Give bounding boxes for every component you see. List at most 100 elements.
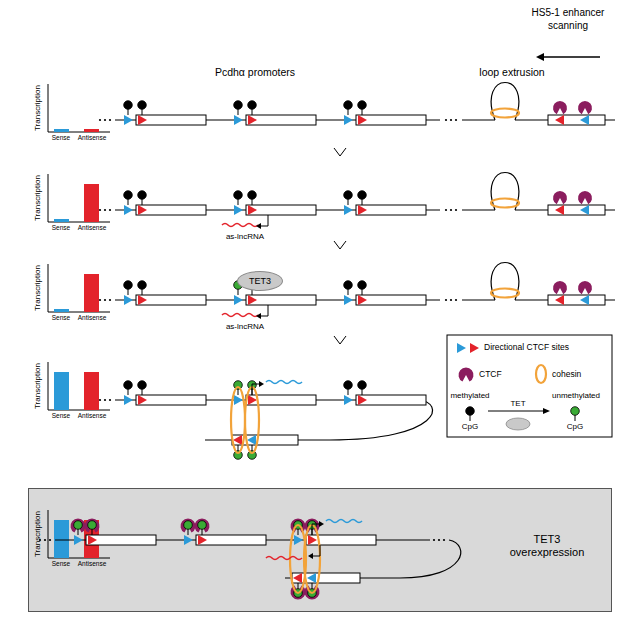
antisense-bar	[84, 372, 99, 410]
axis-category: Sense	[46, 412, 76, 419]
lollipop-stick	[252, 199, 253, 205]
ctcf-site-triangle	[124, 205, 133, 215]
ctcf-protein	[578, 281, 592, 294]
sense-bar	[54, 372, 69, 410]
ctcf-site-triangle	[308, 535, 317, 545]
cpg-lollipop	[124, 101, 133, 110]
lollipop-stick	[128, 199, 129, 205]
ctcf-protein	[578, 191, 592, 204]
cpg-lollipop	[358, 191, 367, 200]
lollipop-stick	[238, 445, 239, 451]
lollipop-stick	[238, 199, 239, 205]
ctcf-protein	[553, 281, 567, 294]
lollipop-stick	[312, 583, 313, 589]
legend-note: CpG	[560, 422, 590, 431]
ctcf-site-triangle	[234, 115, 243, 125]
cpg-lollipop	[358, 101, 367, 110]
dotted-continuation	[450, 209, 452, 211]
lollipop-stick	[348, 389, 349, 395]
exon-box	[136, 295, 206, 305]
dotted-continuation	[109, 209, 111, 211]
lollipop-stick	[362, 389, 363, 395]
dotted-continuation	[455, 299, 457, 301]
cohesin-ring	[491, 289, 519, 298]
lollipop-stick	[298, 529, 299, 535]
dotted-continuation	[99, 119, 101, 121]
exon-box	[86, 535, 156, 545]
lollipop-stick	[362, 199, 363, 205]
sense-bar	[54, 520, 69, 558]
axis-category: Antisense	[72, 560, 112, 567]
ctcf-site-triangle	[124, 295, 133, 305]
lollipop-stick	[348, 289, 349, 295]
lollipop-stick	[238, 389, 239, 395]
cohesin-ring	[491, 199, 519, 208]
ctcf-site-triangle	[124, 115, 133, 125]
lollipop-stick	[362, 289, 363, 295]
ctcf-site-triangle	[555, 115, 564, 125]
legend-swatch	[571, 407, 580, 416]
ctcf-site-triangle	[555, 295, 564, 305]
ctcf-site-triangle	[344, 295, 353, 305]
cpg-lollipop	[344, 101, 353, 110]
ctcf-protein	[459, 368, 474, 382]
exon-box	[246, 205, 316, 215]
tss-arrowhead	[256, 223, 261, 229]
axis-title: Transcription	[33, 356, 43, 416]
lollipop-stick	[78, 529, 79, 535]
cpg-lollipop	[138, 191, 147, 200]
legend-text: cohesin	[552, 369, 581, 379]
axis-category: Antisense	[72, 224, 112, 231]
panel-title: TET3 overexpression	[495, 533, 599, 559]
ctcf-site-triangle	[344, 115, 353, 125]
dotted-continuation	[438, 539, 440, 541]
axis-category: Sense	[46, 224, 76, 231]
cpg-lollipop	[88, 521, 97, 530]
ctcf-site-triangle	[88, 535, 97, 545]
axis-title: Transcription	[33, 504, 43, 564]
cpg-lollipop	[234, 101, 243, 110]
lollipop-stick	[142, 289, 143, 295]
legend-frame	[447, 335, 612, 437]
lollipop-stick	[202, 529, 203, 535]
tet3-enzyme: TET3	[237, 271, 283, 291]
ctcf-site-triangle	[138, 395, 147, 405]
exon-box	[356, 205, 426, 215]
ctcf-site-triangle	[580, 295, 589, 305]
chart-axis	[48, 510, 49, 558]
ctcf-protein	[578, 101, 592, 114]
cpg-lollipop	[138, 281, 147, 290]
chromatin-loop	[491, 263, 519, 301]
legend-text: methylated	[446, 391, 494, 400]
lollipop-stick	[238, 109, 239, 115]
lollipop-stick	[128, 389, 129, 395]
chromatin-loop	[491, 83, 519, 121]
ctcf-site-triangle	[344, 205, 353, 215]
lollipop-stick	[142, 109, 143, 115]
loop-label: loop extrusion	[470, 66, 554, 78]
legend-text: Directional CTCF sites	[484, 342, 569, 352]
cpg-lollipop	[344, 381, 353, 390]
dotted-continuation	[445, 119, 447, 121]
ctcf-site-triangle	[580, 205, 589, 215]
axis-category: Antisense	[72, 134, 112, 141]
dna-strand	[462, 119, 495, 120]
lollipop-stick	[362, 109, 363, 115]
dotted-continuation	[104, 399, 106, 401]
scanning-arrowhead	[536, 53, 544, 61]
cpg-lollipop	[124, 381, 133, 390]
ctcf-site-triangle	[555, 205, 564, 215]
dotted-continuation	[450, 299, 452, 301]
ctcf-site-triangle	[358, 115, 367, 125]
legend-note: TET	[503, 399, 533, 408]
exon-box	[196, 535, 266, 545]
dotted-continuation	[49, 539, 51, 541]
exon-box	[548, 205, 605, 215]
tss-arrowhead	[259, 381, 264, 387]
ctcf-site-triangle	[234, 395, 243, 405]
legend-note: CpG	[455, 422, 485, 431]
ctcf-site-triangle	[344, 395, 353, 405]
ctcf-site-triangle	[358, 295, 367, 305]
cohesin-ring	[245, 387, 259, 453]
